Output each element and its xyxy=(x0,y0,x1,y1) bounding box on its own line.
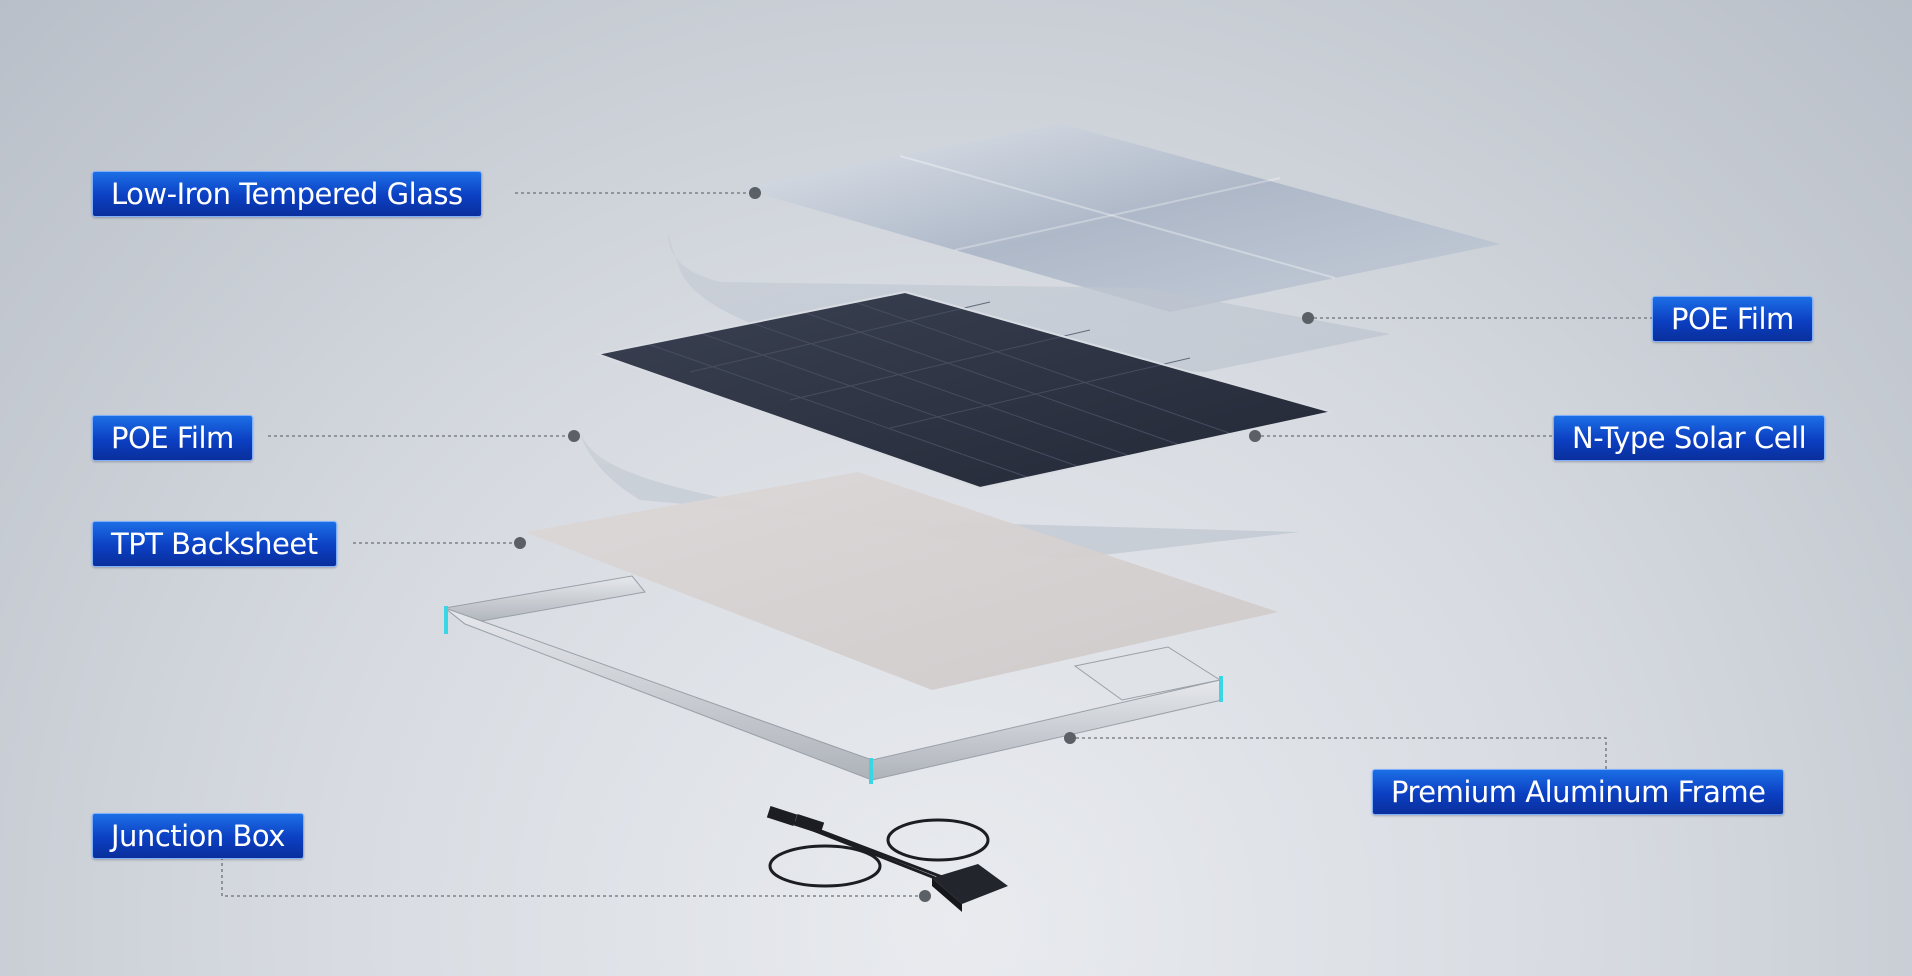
label-junction-box: Junction Box xyxy=(92,813,304,859)
label-n-type-solar-cell: N-Type Solar Cell xyxy=(1553,415,1826,461)
label-poe-film-bottom: POE Film xyxy=(92,415,253,461)
backsheet-layer xyxy=(525,472,1278,690)
leader-dots xyxy=(514,187,1314,902)
label-premium-aluminum-frame: Premium Aluminum Frame xyxy=(1372,769,1785,815)
solar-cell-layer xyxy=(593,290,1333,490)
label-tpt-backsheet: TPT Backsheet xyxy=(92,521,337,567)
junction-box xyxy=(766,805,1008,912)
tempered-glass-layer xyxy=(740,124,1500,312)
aluminum-frame xyxy=(443,575,1223,784)
leader-lines xyxy=(221,192,1652,897)
label-poe-film-top: POE Film xyxy=(1652,296,1813,342)
label-low-iron-tempered-glass: Low-Iron Tempered Glass xyxy=(92,171,482,217)
